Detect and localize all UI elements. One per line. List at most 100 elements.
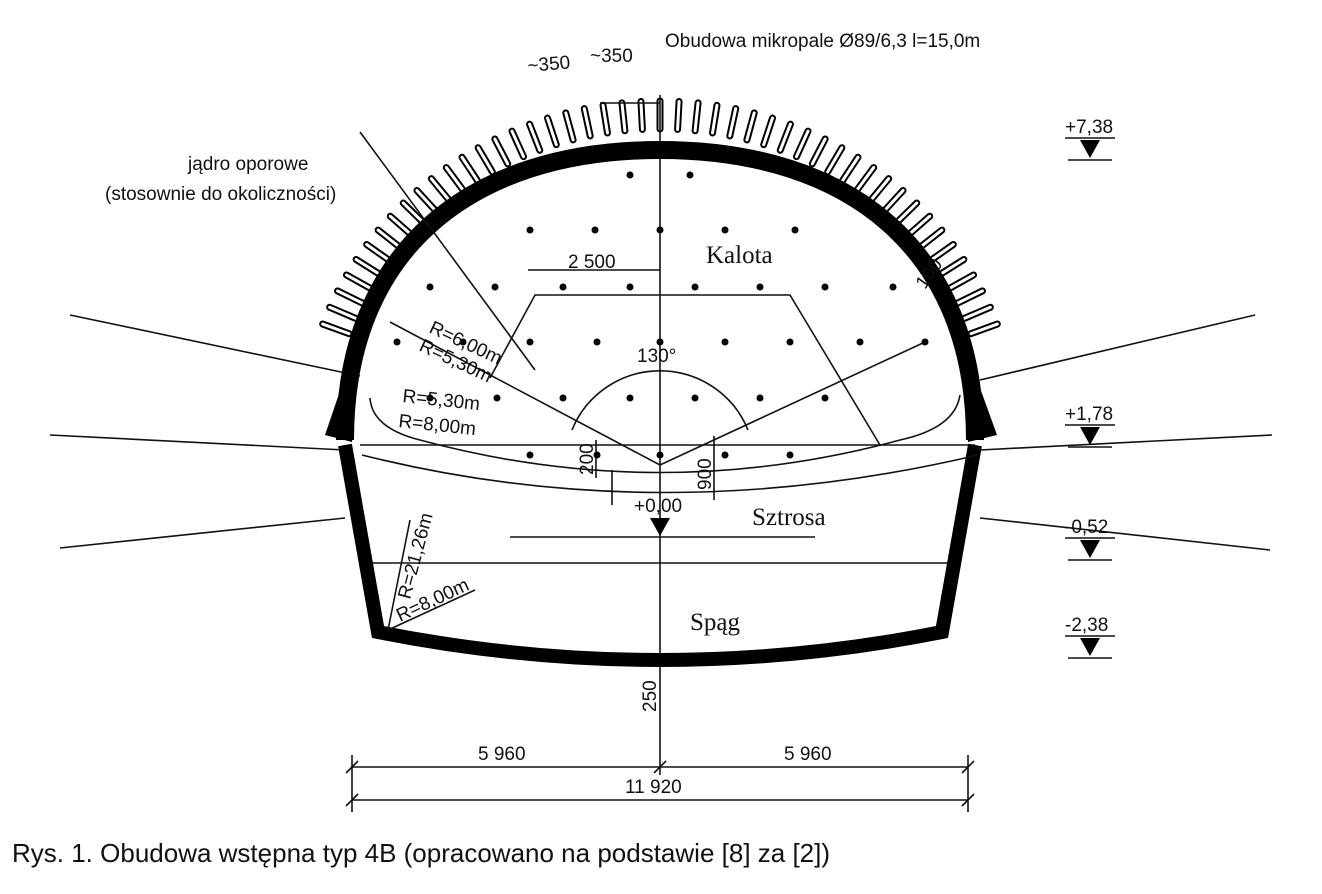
micropile <box>415 188 438 213</box>
dim-11920: 11 920 <box>625 777 682 798</box>
blast-hole <box>526 226 534 234</box>
blast-hole <box>626 283 634 291</box>
level-052: -0,52 <box>1065 517 1108 538</box>
micropile <box>429 177 451 202</box>
micropile <box>955 289 984 305</box>
blast-hole <box>691 283 699 291</box>
core-label-line2: (stosownie do okoliczności) <box>105 184 336 205</box>
level-238: -2,38 <box>1065 615 1108 636</box>
micropile-label: Obudowa mikropale Ø89/6,3 l=15,0m <box>665 31 980 52</box>
micropile <box>376 228 402 249</box>
micropile <box>810 137 827 166</box>
blast-hole <box>656 451 664 459</box>
excavation-lines <box>359 102 979 631</box>
micropile <box>510 129 526 159</box>
blast-hole <box>856 338 864 346</box>
micropile <box>528 122 542 152</box>
blast-hole <box>491 283 499 291</box>
dim-250: 250 <box>640 680 661 712</box>
micropile <box>841 155 860 183</box>
dim-5960-right: 5 960 <box>784 744 832 765</box>
blast-hole <box>526 451 534 459</box>
blast-hole <box>656 226 664 234</box>
micropile <box>546 116 558 147</box>
blast-hole <box>493 394 501 402</box>
blast-hole <box>791 226 799 234</box>
micropile <box>444 166 465 192</box>
micropile <box>895 201 919 225</box>
level-178: +1,78 <box>1065 404 1113 425</box>
blast-hole <box>721 226 729 234</box>
dimension-lines <box>345 755 975 812</box>
kalota-lining <box>336 140 984 441</box>
micropile <box>344 273 373 291</box>
blast-hole <box>721 338 729 346</box>
micropile <box>476 146 494 174</box>
blast-hole <box>786 338 794 346</box>
spacing-label-2: ~350 <box>590 46 633 67</box>
blast-hole <box>889 283 897 291</box>
blast-hole <box>921 338 929 346</box>
blast-hole <box>786 451 794 459</box>
blast-hole <box>426 283 434 291</box>
left-shoulder <box>325 338 358 442</box>
micropile <box>639 99 644 131</box>
micropile <box>676 99 681 131</box>
micropile <box>321 322 351 336</box>
blast-hole <box>656 338 664 346</box>
micropile <box>336 289 365 305</box>
zone-kalota: Kalota <box>706 242 773 269</box>
micropile <box>388 214 413 237</box>
lower-lining <box>338 443 982 667</box>
blast-hole <box>721 451 729 459</box>
micropile <box>794 129 810 159</box>
micropile <box>963 305 992 320</box>
ground-lines <box>49 95 1273 775</box>
micropile <box>826 146 844 174</box>
micropile <box>947 273 976 291</box>
micropile <box>869 177 891 202</box>
blast-hole <box>593 451 601 459</box>
radius-3: R=5,30m <box>401 386 480 415</box>
zone-spag: Spąg <box>690 609 741 636</box>
micropile <box>855 166 876 192</box>
blast-hole <box>593 338 601 346</box>
micropile <box>928 243 955 263</box>
right-shoulder <box>962 338 997 442</box>
radius-4: R=8,00m <box>397 411 476 440</box>
micropile <box>582 107 592 138</box>
micropile <box>907 214 932 237</box>
dim-2500: 2 500 <box>568 252 616 273</box>
micropile <box>918 228 944 249</box>
micropile <box>493 137 510 166</box>
blast-hole <box>393 338 401 346</box>
micropile <box>365 243 392 263</box>
micropile <box>564 111 575 142</box>
blast-hole <box>821 394 829 402</box>
blast-hole <box>459 338 467 346</box>
micropile <box>969 322 999 336</box>
micropile <box>328 305 357 320</box>
blast-hole <box>626 171 634 179</box>
dim-900: 900 <box>695 458 716 490</box>
blast-hole <box>559 283 567 291</box>
micropile <box>401 201 425 225</box>
micropile <box>711 103 719 135</box>
level-markers <box>650 137 1115 659</box>
blast-hole <box>756 394 764 402</box>
micropile <box>620 101 627 133</box>
angle-label: 130° <box>637 346 676 367</box>
micropile <box>882 188 905 213</box>
figure-caption: Rys. 1. Obudowa wstępna typ 4B (opracowa… <box>12 838 831 868</box>
dim-200: 200 <box>577 443 598 475</box>
micropile <box>762 116 774 147</box>
micropile <box>728 107 738 138</box>
zone-sztrosa: Sztrosa <box>752 504 826 531</box>
micropile <box>601 103 609 135</box>
spacing-label-1: ~350 <box>527 52 571 77</box>
blast-hole <box>526 338 534 346</box>
blast-holes <box>393 171 929 459</box>
radius-5: R=21,26m <box>395 511 438 602</box>
dim-5960-left: 5 960 <box>478 744 526 765</box>
